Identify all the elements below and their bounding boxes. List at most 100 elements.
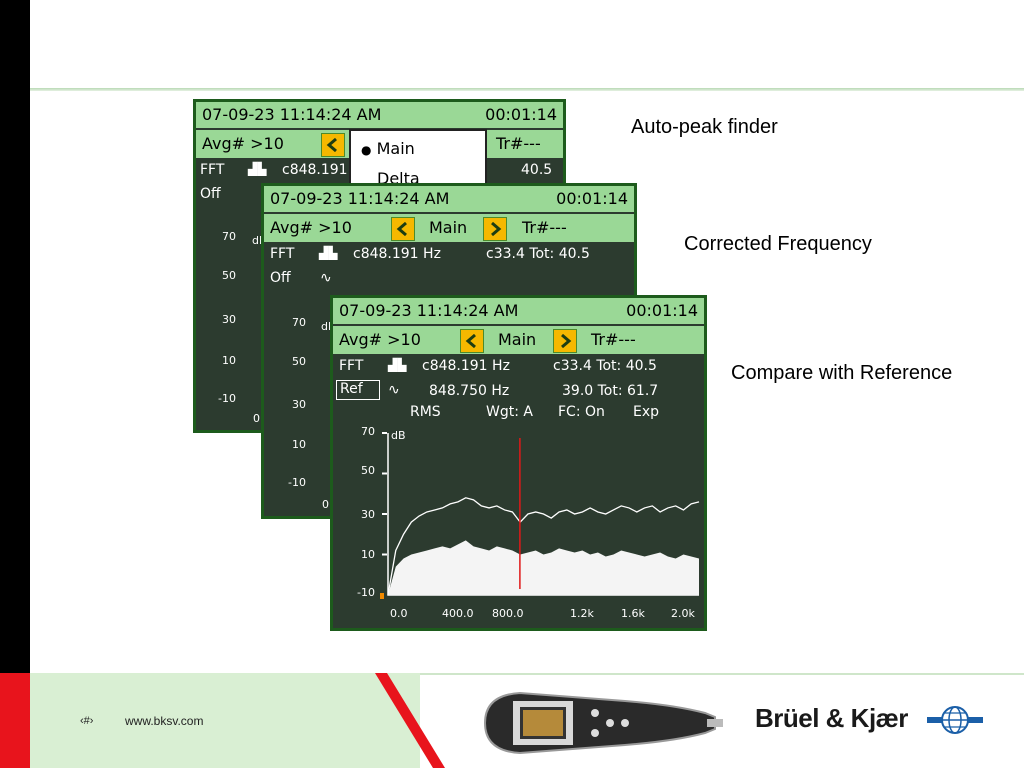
y-tick: -10 xyxy=(357,586,375,599)
y-unit: dB xyxy=(391,429,406,442)
fft-label: FFT xyxy=(270,246,295,262)
footer-red-slash xyxy=(375,673,445,768)
spectrum-chart xyxy=(380,432,700,599)
next-button[interactable] xyxy=(553,329,577,353)
menu-item-main-label: Main xyxy=(376,139,415,158)
cursor-frequency: c848.191 xyxy=(282,162,348,178)
x-tick: 2.0k xyxy=(671,607,695,620)
tr-label: Tr#--- xyxy=(496,134,541,153)
brand-logo-text: Brüel & Kjær xyxy=(755,703,908,733)
y-tick: 30 xyxy=(222,313,236,326)
reference-total: 39.0 Tot: 61.7 xyxy=(562,383,659,399)
callout-auto-peak: Auto-peak finder xyxy=(631,116,778,138)
status-bar: 07-09-23 11:14:24 AM 00:01:14 xyxy=(264,186,634,212)
bars-icon: ▟▙ xyxy=(388,358,407,372)
callout-corrected-frequency: Corrected Frequency xyxy=(684,233,872,255)
x-tick: 1.6k xyxy=(621,607,645,620)
avg-bar: Avg# >10 Main Tr#--- xyxy=(264,214,634,242)
tr-label: Tr#--- xyxy=(591,330,636,349)
tr-label: Tr#--- xyxy=(522,218,567,237)
elapsed-time: 00:01:14 xyxy=(485,105,557,124)
status-bar: 07-09-23 11:14:24 AM 00:01:14 xyxy=(333,298,704,324)
elapsed-time: 00:01:14 xyxy=(626,301,698,320)
cursor-frequency: c848.191 Hz xyxy=(353,246,441,262)
rms-label: RMS xyxy=(410,404,441,420)
y-tick: 70 xyxy=(361,425,375,438)
chevron-right-icon xyxy=(491,222,502,236)
website-link[interactable]: www.bksv.com xyxy=(125,714,204,728)
y-tick: -10 xyxy=(218,392,236,405)
x-tick: 0 xyxy=(253,412,260,425)
exp-label: Exp xyxy=(633,404,660,420)
y-tick: 70 xyxy=(222,230,236,243)
reference-toggle[interactable]: Ref xyxy=(336,380,380,400)
overload-marker xyxy=(380,593,384,599)
datetime: 07-09-23 11:14:24 AM xyxy=(339,301,519,320)
fft-label: FFT xyxy=(339,358,364,374)
y-tick: 30 xyxy=(292,398,306,411)
callout-compare-reference: Compare with Reference xyxy=(731,362,953,384)
y-tick: 10 xyxy=(361,548,375,561)
chevron-left-icon xyxy=(396,222,407,236)
globe-logo-icon xyxy=(927,706,983,734)
y-tick: 50 xyxy=(292,355,306,368)
y-tick: 70 xyxy=(292,316,306,329)
prev-button[interactable] xyxy=(460,329,484,353)
y-tick: 30 xyxy=(361,508,375,521)
y-tick: 10 xyxy=(292,438,306,451)
wave-icon: ∿ xyxy=(320,270,332,286)
cursor-total: c33.4 Tot: 40.5 xyxy=(486,246,590,262)
cursor-total: c33.4 Tot: 40.5 xyxy=(553,358,657,374)
avg-count: Avg# >10 xyxy=(339,330,421,349)
chevron-left-icon xyxy=(465,334,476,348)
view-label: Main xyxy=(429,218,468,237)
x-tick: 800.0 xyxy=(492,607,524,620)
selected-bullet-icon: ● xyxy=(361,143,372,157)
mode-label: Off xyxy=(200,186,221,202)
y-tick: -10 xyxy=(288,476,306,489)
x-tick: 1.2k xyxy=(570,607,594,620)
footer-green-panel xyxy=(30,673,420,768)
fft-label: FFT xyxy=(200,162,225,178)
mode-label: Off xyxy=(270,270,291,286)
x-tick: 0 xyxy=(322,498,329,511)
sound-level-meter-image xyxy=(483,691,723,755)
avg-bar: Avg# >10 Main Tr#--- xyxy=(333,326,704,354)
wave-icon: ∿ xyxy=(388,382,400,398)
footer: ‹#› www.bksv.com Brüel & Kjær xyxy=(30,673,1024,768)
next-button[interactable] xyxy=(483,217,507,241)
prev-button[interactable] xyxy=(391,217,415,241)
chevron-left-icon xyxy=(326,138,337,152)
elapsed-time: 00:01:14 xyxy=(556,189,628,208)
top-divider xyxy=(30,88,1024,91)
avg-count: Avg# >10 xyxy=(202,134,284,153)
datetime: 07-09-23 11:14:24 AM xyxy=(270,189,450,208)
screen-front: 07-09-23 11:14:24 AM 00:01:14 Avg# >10 M… xyxy=(330,295,707,631)
x-tick: 400.0 xyxy=(442,607,474,620)
menu-item-main[interactable]: ● Main xyxy=(361,139,415,158)
y-tick: 50 xyxy=(222,269,236,282)
weighting-label: Wgt: A xyxy=(486,404,533,420)
bars-icon: ▟▙ xyxy=(319,246,338,260)
left-red-block xyxy=(0,673,30,768)
y-tick: 10 xyxy=(222,354,236,367)
y-tick: 50 xyxy=(361,464,375,477)
status-bar: 07-09-23 11:14:24 AM 00:01:14 xyxy=(196,102,563,128)
page-number: ‹#› xyxy=(80,715,94,727)
footer-divider xyxy=(420,673,1024,675)
series-reference-line xyxy=(387,497,700,596)
reference-label: Ref xyxy=(340,381,363,397)
fc-label: FC: On xyxy=(558,404,605,420)
x-tick: 0.0 xyxy=(390,607,408,620)
prev-button[interactable] xyxy=(321,133,345,157)
datetime: 07-09-23 11:14:24 AM xyxy=(202,105,382,124)
bars-icon: ▟▙ xyxy=(248,162,267,176)
reference-frequency: 848.750 Hz xyxy=(429,383,510,399)
view-label: Main xyxy=(498,330,537,349)
cursor-frequency: c848.191 Hz xyxy=(422,358,510,374)
left-black-bar xyxy=(0,0,30,673)
total-value: 40.5 xyxy=(521,162,553,178)
avg-count: Avg# >10 xyxy=(270,218,352,237)
chevron-right-icon xyxy=(561,334,572,348)
series-live-spectrum xyxy=(388,540,699,595)
